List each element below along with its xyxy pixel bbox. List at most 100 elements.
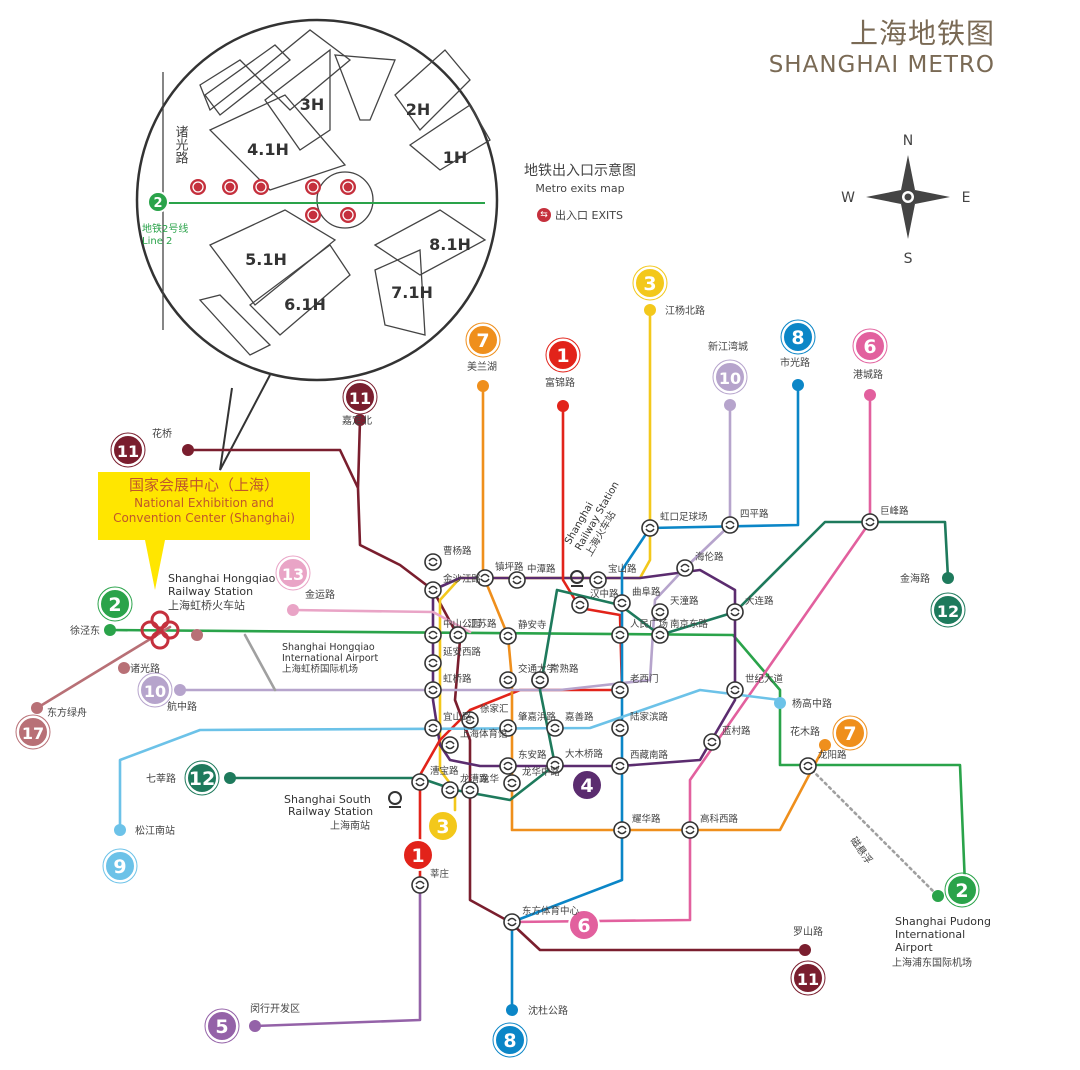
station-label: 海伦路 xyxy=(695,551,724,563)
line-badge-number: 7 xyxy=(476,330,489,352)
terminal-station[interactable] xyxy=(774,697,786,709)
line-badge-number: 4 xyxy=(580,775,593,797)
interchange-station[interactable] xyxy=(703,733,721,751)
line-badge-number: 3 xyxy=(436,816,449,838)
terminal-station[interactable] xyxy=(287,604,299,616)
compass-n: N xyxy=(903,133,913,149)
interchange-station[interactable] xyxy=(589,571,607,589)
terminal-station[interactable] xyxy=(864,389,876,401)
terminal-station[interactable] xyxy=(557,400,569,412)
interchange-station[interactable] xyxy=(449,626,467,644)
station-label: 闵行开发区 xyxy=(250,1002,300,1015)
interchange-station[interactable] xyxy=(861,513,879,531)
interchange-station[interactable] xyxy=(424,626,442,644)
interchange-station[interactable] xyxy=(799,757,817,775)
line-badge: 3 xyxy=(632,265,668,301)
line-badge-number: 9 xyxy=(113,856,126,878)
interchange-station[interactable] xyxy=(424,719,442,737)
interchange-station[interactable] xyxy=(424,681,442,699)
interchange-station[interactable] xyxy=(571,596,589,614)
terminal-station[interactable] xyxy=(942,572,954,584)
interchange-station[interactable] xyxy=(424,654,442,672)
interchange-station[interactable] xyxy=(611,719,629,737)
station-label: 新江湾城 xyxy=(708,340,748,353)
interchange-station[interactable] xyxy=(499,719,517,737)
terminal-station[interactable] xyxy=(224,772,236,784)
interchange-station[interactable] xyxy=(726,603,744,621)
interchange-station[interactable] xyxy=(611,626,629,644)
terminal-station[interactable] xyxy=(31,702,43,714)
station-label: 金运路 xyxy=(305,588,335,601)
station-label: 徐泾东 xyxy=(70,624,100,637)
terminal-station[interactable] xyxy=(644,304,656,316)
interchange-station[interactable] xyxy=(546,756,564,774)
line-4 xyxy=(431,568,737,768)
terminal-station[interactable] xyxy=(354,414,366,426)
interchange-station[interactable] xyxy=(681,821,699,839)
interchange-station[interactable] xyxy=(461,711,479,729)
interchange-station[interactable] xyxy=(503,774,521,792)
line-badge: 2 xyxy=(944,872,980,908)
terminal-station[interactable] xyxy=(477,380,489,392)
interchange-station[interactable] xyxy=(424,581,442,599)
south-rail-label: Railway Station xyxy=(288,805,373,818)
interchange-station[interactable] xyxy=(651,603,669,621)
station-label: 杨高中路 xyxy=(792,697,832,710)
station-label: 延安西路 xyxy=(443,646,482,658)
interchange-station[interactable] xyxy=(461,781,479,799)
hall-label: 8.1H xyxy=(429,235,471,254)
terminal-station[interactable] xyxy=(182,444,194,456)
interchange-station[interactable] xyxy=(611,681,629,699)
interchange-station[interactable] xyxy=(424,553,442,571)
station-label: 耀华路 xyxy=(632,813,661,825)
compass-s: S xyxy=(904,251,913,267)
interchange-station[interactable] xyxy=(441,736,459,754)
station-label: 巨峰路 xyxy=(880,505,909,517)
interchange-station[interactable] xyxy=(726,681,744,699)
terminal-station[interactable] xyxy=(114,824,126,836)
terminal-station[interactable] xyxy=(506,1004,518,1016)
interchange-station[interactable] xyxy=(641,519,659,537)
interchange-station[interactable] xyxy=(499,627,517,645)
interchange-station[interactable] xyxy=(721,516,739,534)
interchange-station[interactable] xyxy=(503,913,521,931)
railway-station-icon xyxy=(570,570,584,587)
interchange-station[interactable] xyxy=(676,559,694,577)
interchange-station[interactable] xyxy=(531,671,549,689)
interchange-station[interactable] xyxy=(508,571,526,589)
interchange-station[interactable] xyxy=(476,569,494,587)
terminal-station[interactable] xyxy=(174,684,186,696)
terminal-station[interactable] xyxy=(792,379,804,391)
terminal-station[interactable] xyxy=(819,739,831,751)
interchange-station[interactable] xyxy=(499,757,517,775)
interchange-station[interactable] xyxy=(613,594,631,612)
terminal-station[interactable] xyxy=(249,1020,261,1032)
station-label: 松江南站 xyxy=(135,824,175,837)
line-badge: 3 xyxy=(427,810,459,842)
terminal-station[interactable] xyxy=(104,624,116,636)
line-badge-number: 2 xyxy=(108,594,121,616)
interchange-station[interactable] xyxy=(411,876,429,894)
interchange-station[interactable] xyxy=(546,719,564,737)
interchange-station[interactable] xyxy=(613,821,631,839)
station-label: 富锦路 xyxy=(545,376,575,389)
line-badge-number: 12 xyxy=(937,602,959,621)
station-label: 大连路 xyxy=(745,595,774,607)
hall-label: 2H xyxy=(406,100,431,119)
compass-w: W xyxy=(841,190,855,206)
interchange-station[interactable] xyxy=(441,781,459,799)
terminal-station[interactable] xyxy=(799,944,811,956)
terminal-station[interactable] xyxy=(932,890,944,902)
interchange-station[interactable] xyxy=(499,671,517,689)
line-badge: 17 xyxy=(15,714,51,750)
compass-icon: N S E W xyxy=(841,133,970,267)
station-label: 四平路 xyxy=(740,508,769,520)
line-11 xyxy=(186,418,807,952)
exit-icon xyxy=(222,179,238,195)
interchange-station[interactable] xyxy=(651,626,669,644)
hall-label: 4.1H xyxy=(247,140,289,159)
interchange-station[interactable] xyxy=(411,773,429,791)
station-label: 天潼路 xyxy=(670,595,699,607)
terminal-station[interactable] xyxy=(724,399,736,411)
interchange-station[interactable] xyxy=(611,757,629,775)
